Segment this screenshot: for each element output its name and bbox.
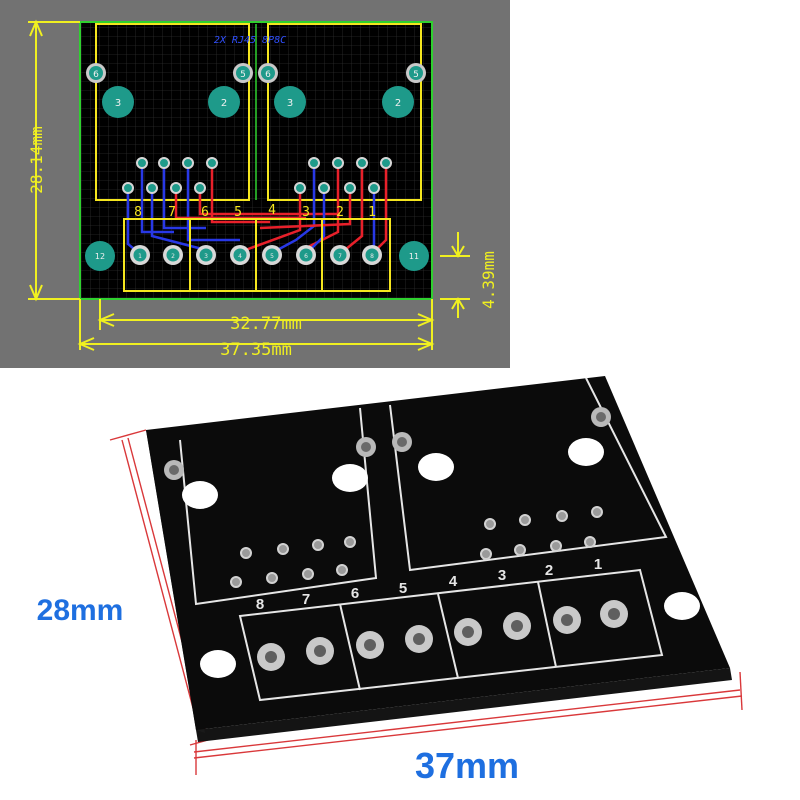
- corner-pad-left: 12: [85, 241, 115, 271]
- pin-number-5: 5: [234, 205, 242, 220]
- svg-text:5: 5: [270, 253, 274, 260]
- corner-pad-right: 11: [399, 241, 429, 271]
- mounting-pad-1: 6: [86, 63, 106, 83]
- svg-text:3: 3: [287, 98, 293, 109]
- board-label: 2X RJ45 8P8C: [214, 35, 286, 46]
- photo-number-7: 7: [302, 591, 310, 608]
- pcb-photo-view: 8 7 6 5 4 3 2 1 28mm 37mm: [37, 376, 743, 786]
- dimension-edge: 4.39mm: [479, 251, 498, 309]
- terminal-pads: [130, 245, 382, 265]
- pin-number-8: 8: [134, 205, 142, 220]
- jack-pins-right: [294, 157, 392, 194]
- svg-text:1: 1: [138, 253, 142, 260]
- photo-number-4: 4: [449, 573, 458, 590]
- svg-text:5: 5: [240, 70, 246, 80]
- svg-text:8: 8: [370, 253, 374, 260]
- trace-group-left: [126, 163, 340, 255]
- large-pad-2: 2: [208, 86, 240, 118]
- jack-pins-left: [122, 157, 218, 194]
- svg-text:3: 3: [115, 98, 121, 109]
- photo-number-6: 6: [351, 585, 359, 602]
- photo-number-1: 1: [594, 556, 602, 573]
- svg-text:2: 2: [395, 98, 401, 109]
- svg-text:3: 3: [204, 253, 208, 260]
- dimension-outer-width: 37.35mm: [220, 340, 292, 360]
- large-pad-3: 3: [274, 86, 306, 118]
- photo-mounting-holes: [182, 438, 700, 678]
- svg-text:6: 6: [93, 70, 99, 80]
- pin-number-7: 7: [168, 205, 176, 220]
- photo-height-label: 28mm: [37, 594, 124, 627]
- pcb-layout-view: 2X RJ45 8P8C 6: [0, 0, 510, 368]
- svg-text:6: 6: [304, 253, 308, 260]
- photo-plated-holes: [164, 407, 611, 480]
- svg-text:11: 11: [409, 252, 419, 261]
- dimension-height: 28.14mm: [27, 126, 46, 193]
- photo-number-8: 8: [256, 596, 264, 613]
- photo-jack-pins: [230, 506, 603, 588]
- photo-silk-numbers: 8 7 6 5 4 3 2 1: [256, 556, 602, 613]
- svg-text:2: 2: [221, 98, 227, 109]
- photo-number-2: 2: [545, 562, 553, 579]
- mounting-pad-2: 5: [233, 63, 253, 83]
- dimension-inner-width: 32.77mm: [230, 314, 302, 334]
- photo-number-5: 5: [399, 580, 407, 597]
- svg-text:6: 6: [265, 70, 271, 80]
- svg-text:2: 2: [171, 253, 175, 260]
- mounting-pad-4: 5: [406, 63, 426, 83]
- photo-silkscreen: [179, 377, 668, 702]
- photo-number-3: 3: [498, 567, 506, 584]
- dimension-lines: [28, 19, 470, 351]
- trace-group-right: [239, 163, 388, 256]
- svg-text:12: 12: [95, 252, 105, 261]
- board-body: [146, 376, 730, 730]
- board-outline: [79, 21, 433, 300]
- large-pad-1: 3: [102, 86, 134, 118]
- pin-number-2: 2: [336, 205, 344, 220]
- svg-text:4: 4: [238, 253, 242, 260]
- terminal-block-outline: [123, 218, 391, 292]
- pin-number-4: 4: [268, 203, 276, 218]
- pin-number-6: 6: [201, 205, 209, 220]
- pin-number-1: 1: [368, 205, 376, 220]
- jack-outline-right: [267, 23, 422, 201]
- photo-width-label: 37mm: [415, 745, 519, 786]
- terminal-pad-labels: 1 2 3 4 5 6 7 8: [138, 253, 374, 260]
- svg-text:5: 5: [413, 70, 419, 80]
- large-pad-4: 2: [382, 86, 414, 118]
- mounting-pad-3: 6: [258, 63, 278, 83]
- svg-text:7: 7: [338, 253, 342, 260]
- photo-terminal-pads: [257, 600, 628, 671]
- pin-number-row: 8 7 6 5 4 3 2 1: [134, 203, 376, 220]
- pin-number-3: 3: [302, 205, 310, 220]
- jack-outline-left: [95, 23, 250, 201]
- board-edge: [196, 668, 732, 742]
